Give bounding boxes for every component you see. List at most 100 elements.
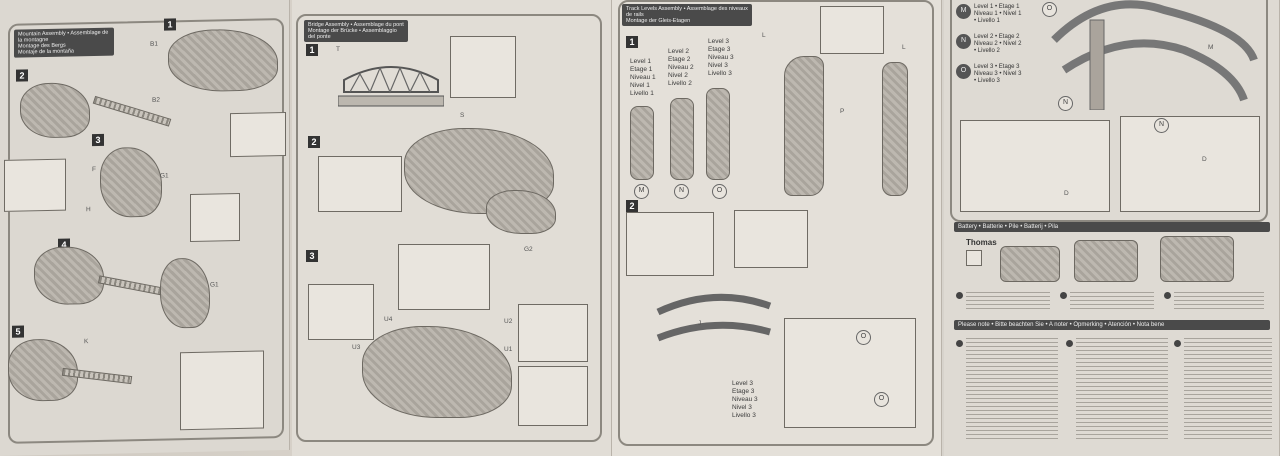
- part-label: J: [698, 320, 702, 327]
- detail-inset: [180, 350, 264, 431]
- legend-key: N: [956, 34, 971, 49]
- step-number: 5: [12, 325, 24, 338]
- step-bullet: [1164, 292, 1171, 299]
- section-header: Bridge Assembly • Assemblage du pont Mon…: [304, 20, 408, 42]
- detail-inset: [230, 112, 286, 158]
- panel-frame: [618, 0, 934, 446]
- note-bullet: [956, 340, 963, 347]
- step-number: 3: [306, 250, 318, 262]
- part-label: G1: [210, 281, 219, 289]
- legend-text: Level 3 • Etage 3 Niveau 3 • Nivel 3 • L…: [974, 64, 1022, 84]
- piece-label: M: [634, 184, 649, 199]
- note-text-column: [1076, 338, 1168, 442]
- legend-key: O: [956, 64, 971, 79]
- step-number: 2: [626, 200, 638, 212]
- part-label: B1: [150, 40, 158, 48]
- panel-track-levels: Track Levels Assembly • Assemblage des n…: [612, 0, 942, 456]
- detail-inset: [518, 304, 588, 362]
- part-label: F: [92, 165, 96, 174]
- detail-inset: [784, 318, 916, 428]
- battery-instruction-text: [1174, 292, 1264, 310]
- piece-label: O: [1042, 2, 1057, 17]
- detail-inset: [450, 36, 516, 98]
- locomotive-illustration: [1160, 236, 1234, 282]
- part-label: T: [336, 46, 340, 53]
- panel-frame: [296, 14, 602, 442]
- legend-key: M: [956, 4, 971, 19]
- step-bullet: [1060, 292, 1067, 299]
- panel-bridge-assembly: Bridge Assembly • Assemblage du pont Mon…: [292, 0, 612, 456]
- step-number: 2: [16, 69, 28, 82]
- step-bullet: [956, 292, 963, 299]
- detail-inset: [518, 366, 588, 426]
- piece-label: O: [856, 330, 871, 345]
- level-label: Level 1 Etage 1 Niveau 1 Nivel 1 Livello…: [630, 58, 656, 97]
- level-label: Level 2 Etage 2 Niveau 2 Nivel 2 Livello…: [668, 48, 694, 87]
- detail-inset: [4, 158, 66, 212]
- part-label: D: [1064, 190, 1069, 197]
- part-label: H: [86, 206, 91, 214]
- part-label: D: [1202, 156, 1207, 163]
- part-label: K: [84, 338, 89, 346]
- part-label: S: [460, 112, 465, 119]
- mountain-rock-illustration: [362, 326, 512, 418]
- piece-label: N: [674, 184, 689, 199]
- locomotive-illustration: [1074, 240, 1138, 282]
- piece-label: O: [874, 392, 889, 407]
- track-spiral-illustration: [1051, 0, 1258, 110]
- piece-label: N: [1058, 96, 1073, 111]
- note-bullet: [1174, 340, 1181, 347]
- section-header: Mountain Assembly • Assemblage de la mon…: [14, 27, 114, 58]
- tall-pillar-illustration: [882, 62, 908, 196]
- level-label: Level 3 Etage 3 Niveau 3 Nivel 3 Livello…: [708, 38, 734, 77]
- part-label: P: [840, 108, 845, 115]
- panel-mountain-assembly: Mountain Assembly • Assemblage de la mon…: [0, 0, 290, 456]
- part-label: G1: [160, 172, 169, 180]
- part-label: U3: [352, 344, 361, 351]
- curved-track-illustration: [656, 293, 772, 342]
- part-label: L: [762, 32, 766, 39]
- support-pillar-illustration: [630, 106, 654, 180]
- mountain-rock-illustration: [486, 190, 556, 234]
- legend-text: Level 1 • Etage 1 Niveau 1 • Nivel 1 • L…: [974, 4, 1022, 24]
- bridge-truss-illustration: [338, 66, 444, 107]
- detail-inset: [190, 192, 240, 243]
- detail-inset: [960, 120, 1110, 212]
- piece-label: O: [712, 184, 727, 199]
- part-label: U4: [384, 316, 393, 323]
- note-text-column: [1184, 338, 1272, 442]
- part-label: G2: [524, 246, 533, 253]
- level-label: Level 3 Etage 3 Niveau 3 Nivel 3 Livello…: [732, 380, 758, 419]
- detail-inset: [626, 212, 714, 276]
- support-pillar-illustration: [670, 98, 694, 180]
- battery-header: Battery • Batterie • Pile • Batterij • P…: [954, 222, 1270, 232]
- detail-inset: [318, 156, 402, 212]
- note-text-column: [966, 338, 1058, 442]
- step-number: 3: [92, 133, 104, 147]
- step-number: 2: [308, 136, 320, 148]
- note-bullet: [1066, 340, 1073, 347]
- detail-inset: [308, 284, 374, 340]
- part-label: L: [902, 44, 906, 51]
- part-label: U2: [504, 318, 513, 325]
- step-number: 1: [164, 18, 176, 31]
- locomotive-illustration: [1000, 246, 1060, 282]
- tall-pillar-illustration: [784, 56, 824, 196]
- part-label: U1: [504, 346, 513, 353]
- section-header: Track Levels Assembly • Assemblage des n…: [622, 4, 752, 26]
- piece-label: N: [1154, 118, 1169, 133]
- part-label: B2: [152, 96, 160, 104]
- detail-inset: [398, 244, 490, 310]
- support-pillar-illustration: [706, 88, 730, 180]
- battery-title: Thomas: [966, 238, 997, 247]
- panel-frame: [950, 0, 1268, 222]
- step-number: 1: [626, 36, 638, 48]
- legend-text: Level 2 • Etage 2 Niveau 2 • Nivel 2 • L…: [974, 34, 1022, 54]
- detail-inset: [1120, 116, 1260, 212]
- part-label: M: [1208, 44, 1214, 51]
- battery-instruction-text: [1070, 292, 1154, 310]
- step-number: 1: [306, 44, 318, 56]
- note-header: Please note • Bitte beachten Sie • A not…: [954, 320, 1270, 330]
- panel-levels-battery-notes: M Level 1 • Etage 1 Niveau 1 • Nivel 1 •…: [944, 0, 1280, 456]
- detail-inset: [734, 210, 808, 268]
